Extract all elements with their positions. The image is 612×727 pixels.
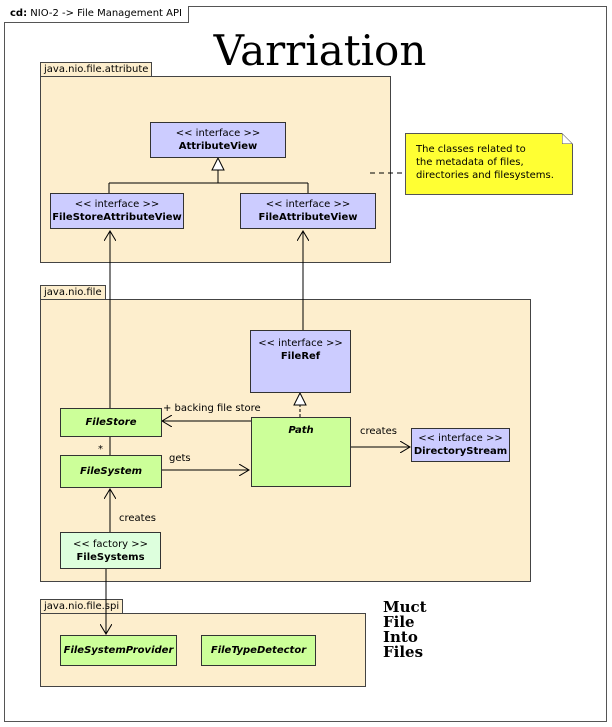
class-filesystem[interactable]: FileSystem (60, 455, 162, 488)
filesystems-stereotype: << factory >> (72, 538, 149, 550)
path-name: Path (288, 425, 314, 436)
note-folded-corner (562, 133, 573, 144)
package-tab-attribute: java.nio.file.attribute (40, 62, 153, 76)
attribute-view-name: AttributeView (178, 141, 258, 152)
filestore-attribute-view-stereotype: << interface >> (74, 199, 160, 210)
side-annotation-line: Files (383, 643, 424, 661)
side-annotation-line: Muct (383, 598, 427, 616)
class-attribute-view[interactable]: << interface >> AttributeView (150, 122, 286, 158)
label-creates-stream: creates (360, 426, 397, 437)
metadata-note: The classes related to the metadata of f… (405, 133, 573, 195)
realization-path-to-fileref (293, 391, 307, 417)
class-filesystems[interactable]: << factory >> FileSystems (60, 532, 161, 569)
class-filetype-detector[interactable]: FileTypeDetector (201, 635, 316, 666)
filetype-detector-name: FileTypeDetector (210, 645, 307, 656)
directory-stream-name: DirectoryStream (413, 446, 508, 457)
filesystem-name: FileSystem (79, 466, 143, 477)
side-annotation-line: File (383, 613, 415, 631)
frame-title-tab: cd: NIO-2 -> File Management API (4, 6, 189, 23)
note-line: the metadata of files, (416, 157, 524, 168)
file-attribute-view-name: FileAttributeView (258, 212, 358, 223)
fileref-name: FileRef (280, 351, 321, 362)
class-path[interactable]: Path (251, 417, 351, 487)
directory-stream-stereotype: << interface >> (418, 433, 503, 444)
class-fileref[interactable]: << interface >> FileRef (250, 330, 351, 393)
package-tab-spi: java.nio.file.spi (40, 599, 124, 613)
note-line: directories and filesystems. (416, 170, 554, 181)
side-annotation: Muct File Into Files (383, 600, 427, 660)
class-file-attribute-view[interactable]: << interface >> FileAttributeView (240, 193, 376, 229)
diagram-heading: Varriation (213, 26, 427, 75)
class-directory-stream[interactable]: << interface >> DirectoryStream (411, 428, 510, 462)
package-tab-file: java.nio.file (40, 285, 106, 299)
label-multiplicity: * (98, 444, 103, 455)
label-gets: gets (169, 453, 191, 464)
class-filesystem-provider[interactable]: FileSystemProvider (60, 635, 177, 666)
note-line: The classes related to (416, 144, 526, 155)
filestore-attribute-view-name: FileStoreAttributeView (52, 212, 182, 223)
side-annotation-line: Into (383, 628, 418, 646)
label-creates-filesystem: creates (119, 513, 156, 524)
class-filestore-attribute-view[interactable]: << interface >> FileStoreAttributeView (50, 193, 184, 229)
generalization-attribute-view (108, 156, 309, 193)
filestore-name: FileStore (85, 417, 137, 428)
filesystem-provider-name: FileSystemProvider (63, 645, 174, 656)
file-attribute-view-stereotype: << interface >> (265, 199, 351, 210)
label-backing-file-store: + backing file store (163, 403, 261, 414)
filesystems-name: FileSystems (76, 551, 145, 563)
class-filestore[interactable]: FileStore (60, 408, 162, 437)
diagram-frame (4, 6, 607, 722)
attribute-view-stereotype: << interface >> (175, 128, 261, 139)
fileref-stereotype: << interface >> (258, 338, 343, 349)
